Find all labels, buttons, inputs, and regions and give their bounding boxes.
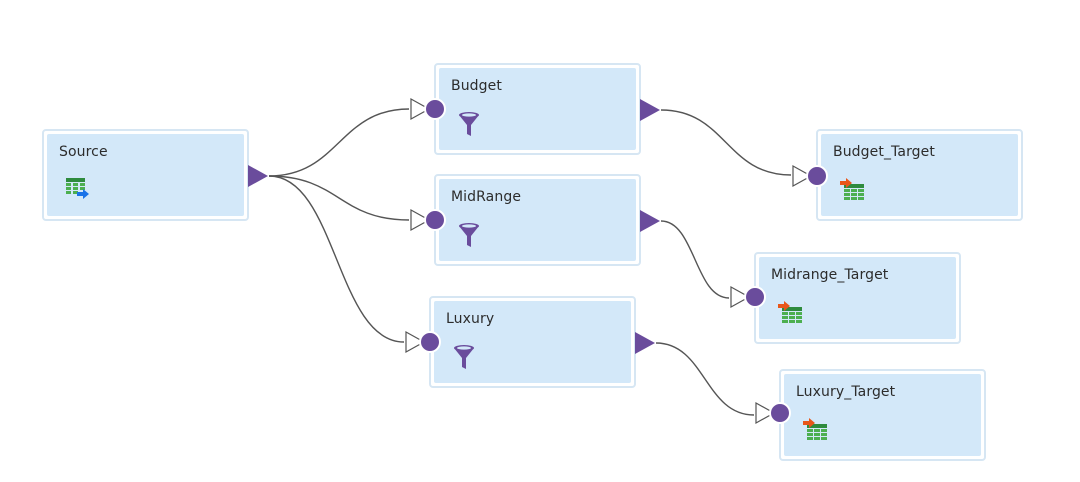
source-table-icon — [66, 178, 90, 204]
link-luxury-to-luxury_target[interactable] — [655, 342, 755, 416]
node-label-budget: Budget — [451, 78, 502, 94]
output-port-midrange[interactable] — [638, 208, 662, 234]
target-table-icon — [803, 418, 827, 446]
link-source-to-midrange[interactable] — [268, 175, 410, 221]
filter-funnel-icon — [453, 345, 475, 375]
node-source[interactable]: Source — [42, 129, 249, 221]
link-budget-to-budget_target[interactable] — [660, 109, 792, 176]
input-port-budget-target[interactable] — [791, 163, 829, 189]
link-source-to-luxury[interactable] — [268, 175, 405, 343]
node-midrange[interactable]: MidRange — [434, 174, 641, 266]
node-budget[interactable]: Budget — [434, 63, 641, 155]
node-luxury-target[interactable]: Luxury_Target — [779, 369, 986, 461]
node-label-source: Source — [59, 144, 108, 160]
node-midrange-target[interactable]: Midrange_Target — [754, 252, 961, 344]
filter-funnel-icon — [458, 112, 480, 142]
target-table-icon — [778, 301, 802, 329]
link-source-to-budget[interactable] — [268, 108, 410, 177]
input-port-budget[interactable] — [409, 96, 447, 122]
node-label-midrange: MidRange — [451, 189, 522, 205]
link-midrange-to-midrange_target[interactable] — [660, 220, 730, 299]
target-table-icon — [840, 178, 864, 206]
node-budget-target[interactable]: Budget_Target — [816, 129, 1023, 221]
node-label-budget-target: Budget_Target — [833, 144, 935, 160]
output-port-source[interactable] — [246, 163, 270, 189]
input-port-luxury-target[interactable] — [754, 400, 792, 426]
node-luxury[interactable]: Luxury — [429, 296, 636, 388]
filter-funnel-icon — [458, 223, 480, 253]
node-label-luxury: Luxury — [446, 311, 495, 327]
input-port-midrange-target[interactable] — [729, 284, 767, 310]
input-port-luxury[interactable] — [404, 329, 442, 355]
node-label-midrange-target: Midrange_Target — [771, 267, 889, 283]
output-port-budget[interactable] — [638, 97, 662, 123]
input-port-midrange[interactable] — [409, 207, 447, 233]
output-port-luxury[interactable] — [633, 330, 657, 356]
links-layer — [268, 108, 792, 416]
node-label-luxury-target: Luxury_Target — [796, 384, 896, 400]
